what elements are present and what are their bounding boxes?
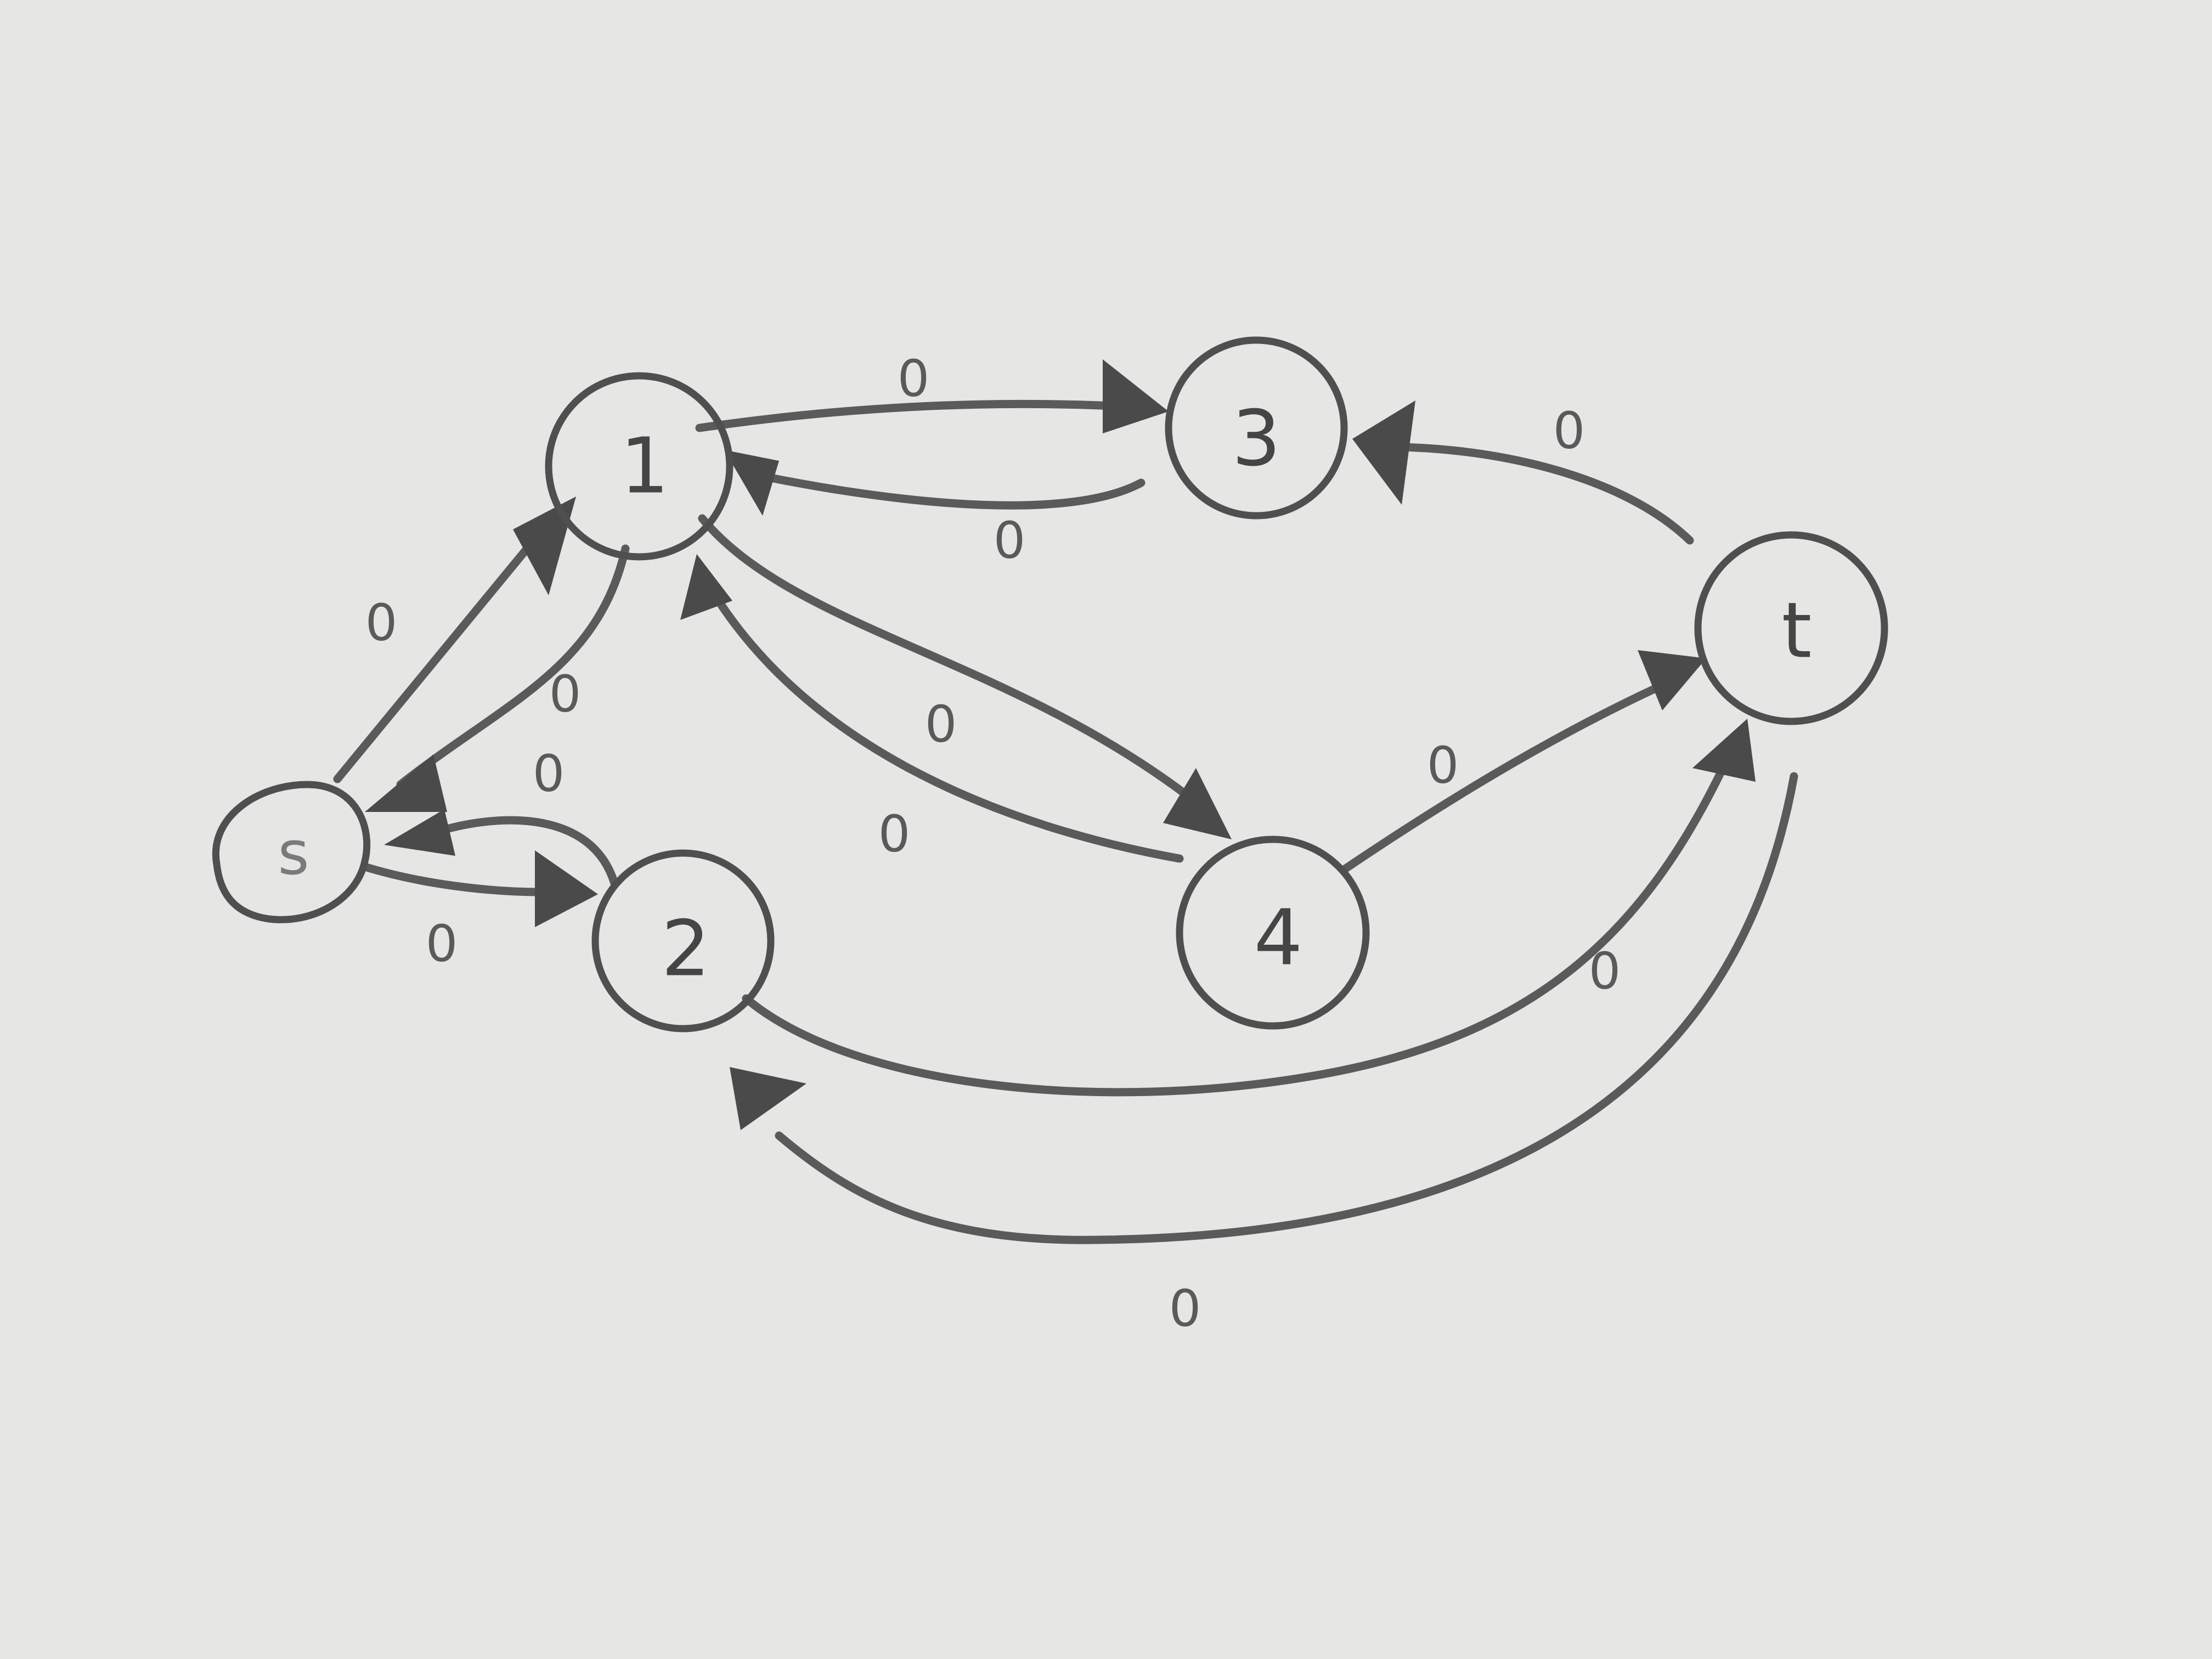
edge-label-3-1: 0 — [994, 511, 1026, 570]
arrowhead-icon — [680, 554, 732, 620]
edge-label-1-3: 0 — [898, 349, 930, 408]
arrowhead-icon — [384, 809, 455, 856]
node-2: 2 — [591, 849, 775, 1032]
node-label: 4 — [1254, 894, 1302, 983]
node-label: s — [278, 818, 309, 888]
node-label: 1 — [620, 422, 669, 511]
edge-1-to-s: 0 — [365, 544, 630, 812]
edge-label-2-t: 0 — [1589, 942, 1621, 1001]
edge-t-to-2: 0 — [730, 772, 1798, 1338]
node-4: 4 — [1176, 836, 1370, 1030]
edge-label-4-1: 0 — [878, 805, 911, 864]
node-1: 1 — [545, 372, 733, 561]
edge-label-1-4: 0 — [925, 695, 957, 754]
edge-3-to-1: 0 — [724, 450, 1146, 570]
arrowhead-icon — [724, 450, 779, 516]
node-s: s — [212, 781, 371, 923]
arrowhead-icon — [1103, 359, 1169, 433]
arrowhead-icon — [1352, 400, 1415, 505]
node-label: t — [1782, 586, 1812, 676]
edge-2-to-t: 0 — [742, 719, 1756, 1097]
arrowhead-icon — [535, 850, 598, 927]
edge-s-to-2: 0 — [360, 850, 598, 973]
edge-label-t-2: 0 — [1169, 1279, 1201, 1338]
edge-label-s-2: 0 — [426, 915, 458, 973]
edge-label-4-t: 0 — [1427, 736, 1459, 795]
edge-4-to-t: 0 — [1340, 650, 1706, 874]
edge-1-to-3: 0 — [695, 349, 1169, 433]
edge-label-2-s: 0 — [533, 744, 565, 803]
edge-4-to-1: 0 — [680, 554, 1184, 864]
edge-label-t-3: 0 — [1553, 402, 1585, 460]
node-label: 3 — [1232, 394, 1280, 484]
arrowhead-icon — [1692, 719, 1756, 782]
edge-2-to-s: 0 — [384, 744, 619, 888]
arrowhead-icon — [730, 1067, 806, 1130]
edge-t-to-3: 0 — [1352, 400, 1694, 545]
edge-1-to-4: 0 — [698, 514, 1232, 839]
edge-s-to-1: 0 — [333, 496, 576, 783]
node-3: 3 — [1165, 336, 1348, 520]
edge-label-s-1: 0 — [365, 594, 398, 652]
edge-label-1-s: 0 — [549, 665, 582, 724]
arrowhead-icon — [1638, 650, 1706, 710]
node-t: t — [1694, 531, 1888, 725]
arrowhead-icon — [513, 496, 576, 595]
arrowhead-icon — [1163, 768, 1232, 839]
arrowhead-icon — [365, 754, 447, 812]
node-label: 2 — [661, 905, 710, 994]
